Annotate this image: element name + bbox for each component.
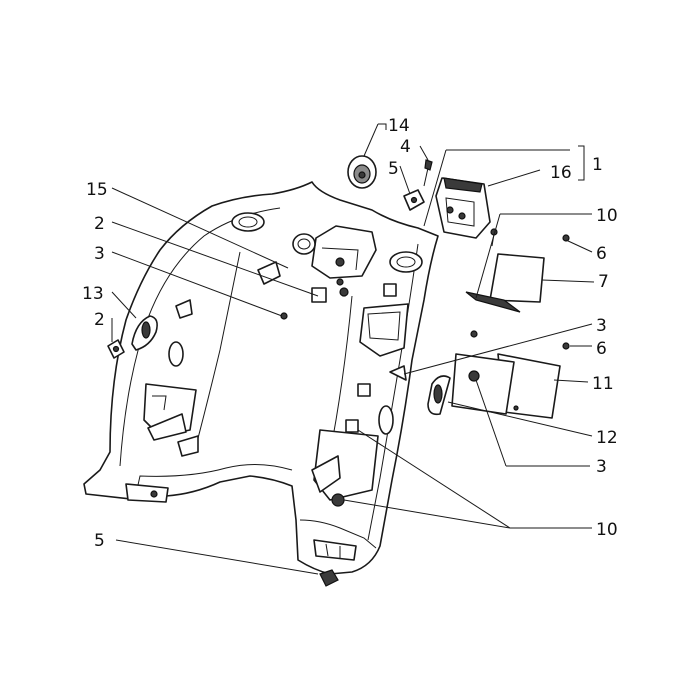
callout-15: 15 [86,180,108,200]
inner-shield-panel [83,181,439,575]
callout-3-bottom: 3 [596,457,607,477]
part-12-reflector [427,375,451,416]
callout-1: 1 [592,155,603,175]
part-6-screw-right [562,342,570,350]
callout-13: 13 [82,284,104,304]
part-11-plate [451,353,561,419]
callout-3-left: 3 [94,244,105,264]
glove-recess [311,225,377,279]
vent-hole-left [231,212,265,232]
part-5-nut-bottom [319,569,339,587]
callout-4: 4 [400,137,411,157]
part-16-box [435,177,491,239]
part-3-screw-right [470,330,478,338]
part-14-cap [347,155,377,189]
callout-5-bottom: 5 [94,531,105,551]
panel-outline [83,181,439,575]
callout-16: 16 [550,163,572,183]
round-hole [292,233,316,255]
part-6-screw-top [562,234,570,242]
vent-hole-right [389,251,423,273]
boss-2 [357,383,371,397]
part-13-grommet [131,315,158,351]
part-5-clip-top [403,189,425,211]
part-4-screw [423,159,433,187]
callout-3-right: 3 [596,316,607,336]
callout-2-left: 2 [94,310,105,330]
callout-5-top: 5 [388,159,399,179]
callout-6-top: 6 [596,244,607,264]
callout-10-bottom: 10 [596,520,618,540]
part-7-cover [465,228,545,313]
part-2-clip-left [107,339,125,359]
slot-right [378,405,394,435]
callout-2-top: 2 [94,214,105,234]
slot-left [168,341,184,367]
boss-4 [311,287,327,303]
boss-3 [345,419,359,433]
callout-11: 11 [592,374,614,394]
leader-lines [111,123,595,575]
boss-1 [383,283,397,297]
callout-labels: 14 4 5 16 1 15 2 3 10 6 7 13 2 3 6 11 12… [82,116,618,551]
callout-10-top: 10 [596,206,618,226]
callout-14: 14 [388,116,410,136]
rect-opening [359,303,409,357]
callout-7: 7 [598,272,609,292]
callout-12: 12 [596,428,618,448]
callout-6-right: 6 [596,339,607,359]
